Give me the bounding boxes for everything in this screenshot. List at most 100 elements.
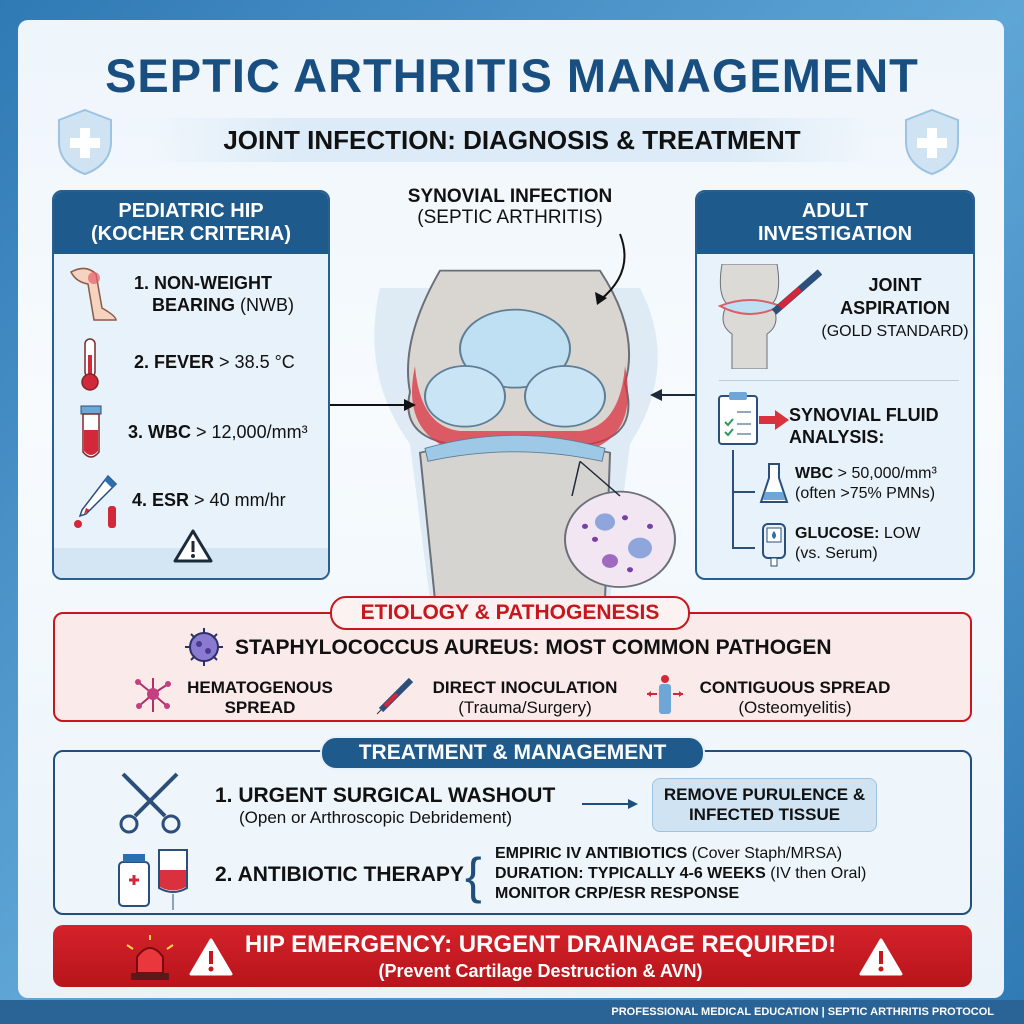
step-subtitle: (Open or Arthroscopic Debridement) bbox=[239, 808, 513, 827]
warning-icon bbox=[173, 529, 213, 563]
clipboard-icon bbox=[718, 392, 789, 445]
result-label: WBC bbox=[795, 465, 834, 482]
result-note: (vs. Serum) bbox=[795, 545, 878, 562]
warning-icon bbox=[859, 938, 903, 976]
page-title: SEPTIC ARTHRITIS MANAGEMENT bbox=[105, 49, 919, 102]
label-line: (SEPTIC ARTHRITIS) bbox=[417, 207, 603, 228]
detail-line: DURATION: TYPICALLY 4-6 WEEKS (IV then O… bbox=[495, 864, 965, 884]
joint-aspiration-icon bbox=[717, 264, 822, 369]
wbc-result: WBC > 50,000/mm³ (often >75% PMNs) bbox=[795, 464, 971, 504]
criterion-label: BEARING bbox=[152, 295, 236, 315]
criterion-detail: (NWB) bbox=[240, 295, 295, 315]
detail-bold: DURATION: TYPICALLY 4-6 WEEKS bbox=[495, 865, 766, 882]
branch-connector bbox=[732, 450, 755, 549]
flask-icon bbox=[759, 463, 789, 503]
hematogenous-icon bbox=[135, 678, 171, 712]
dropper-icon bbox=[74, 474, 118, 528]
subtitle: JOINT INFECTION: DIAGNOSIS & TREATMENT bbox=[150, 118, 874, 162]
criterion-esr: 4. ESR > 40 mm/hr bbox=[132, 490, 286, 511]
etiology-header: ETIOLOGY & PATHOGENESIS bbox=[330, 596, 690, 630]
goal-line: REMOVE PURULENCE & bbox=[663, 785, 866, 804]
result-value: LOW bbox=[883, 525, 921, 542]
criterion-label: 1. NON-WEIGHT bbox=[134, 273, 272, 293]
bacteria-icon bbox=[185, 628, 223, 666]
etiology-box: STAPHYLOCOCCUS AUREUS: MOST COMMON PATHO… bbox=[53, 612, 972, 722]
joint-aspiration-text: JOINT ASPIRATION (GOLD STANDARD) bbox=[815, 274, 973, 343]
glucose-result: GLUCOSE: LOW (vs. Serum) bbox=[795, 524, 971, 564]
contiguous-spread-icon bbox=[647, 675, 683, 714]
detail-bold: MONITOR CRP/ESR RESPONSE bbox=[495, 885, 740, 902]
medical-shield-icon bbox=[905, 108, 959, 176]
text-line: SYNOVIAL FLUID bbox=[789, 405, 939, 425]
surgical-scissors-icon bbox=[119, 772, 181, 834]
emergency-title: HIP EMERGENCY: URGENT DRAINAGE REQUIRED! bbox=[244, 931, 837, 958]
criterion-fever: 2. FEVER > 38.5 °C bbox=[134, 352, 295, 373]
detail-note: (Cover Staph/MRSA) bbox=[691, 845, 843, 862]
criterion-label: 2. FEVER bbox=[134, 352, 215, 372]
route-line: SPREAD bbox=[224, 698, 296, 717]
emergency-banner: HIP EMERGENCY: URGENT DRAINAGE REQUIRED!… bbox=[53, 925, 972, 987]
header-line: INVESTIGATION bbox=[757, 223, 913, 245]
emergency-subtitle: (Prevent Cartilage Destruction & AVN) bbox=[378, 961, 703, 981]
header-line: (KOCHER CRITERIA) bbox=[91, 223, 291, 245]
medical-shield-icon bbox=[58, 108, 112, 176]
knee-joint-illustration bbox=[374, 269, 676, 600]
main-pathogen: STAPHYLOCOCCUS AUREUS: MOST COMMON PATHO… bbox=[235, 636, 832, 659]
warning-icon bbox=[189, 938, 233, 976]
pediatric-hip-panel: PEDIATRIC HIP(KOCHER CRITERIA) 1. NON-WE… bbox=[52, 190, 330, 580]
thermometer-icon bbox=[81, 338, 99, 391]
arrow-left-icon bbox=[650, 389, 696, 401]
criterion-label: 4. ESR bbox=[132, 490, 190, 510]
result-value: > 50,000/mm³ bbox=[837, 465, 937, 482]
arrow-right-icon bbox=[582, 799, 638, 809]
detail-note: (IV then Oral) bbox=[770, 865, 867, 882]
step-surgical-washout: 1. URGENT SURGICAL WASHOUT(Open or Arthr… bbox=[215, 784, 570, 828]
criterion-label: 3. WBC bbox=[128, 422, 191, 442]
antibiotics-icon bbox=[118, 849, 188, 910]
center-label: SYNOVIAL INFECTION(SEPTIC ARTHRITIS) bbox=[385, 186, 635, 228]
treatment-header: TREATMENT & MANAGEMENT bbox=[320, 736, 705, 770]
brace: { bbox=[465, 848, 482, 904]
text-line: JOINT bbox=[868, 275, 922, 295]
criterion-detail: > 40 mm/hr bbox=[194, 490, 286, 510]
arrow-right-icon bbox=[330, 399, 416, 411]
label-line: SYNOVIAL INFECTION bbox=[407, 186, 613, 207]
route-line: (Trauma/Surgery) bbox=[458, 698, 592, 717]
result-label: GLUCOSE: bbox=[795, 525, 880, 542]
route-direct: DIRECT INOCULATION(Trauma/Surgery) bbox=[415, 678, 635, 718]
antibiotic-details: EMPIRIC IV ANTIBIOTICS (Cover Staph/MRSA… bbox=[495, 844, 965, 904]
result-note: (often >75% PMNs) bbox=[795, 485, 936, 502]
step-title: 1. URGENT SURGICAL WASHOUT bbox=[215, 784, 556, 807]
route-line: CONTIGUOUS SPREAD bbox=[699, 678, 891, 697]
header-line: ADULT bbox=[801, 200, 869, 222]
footer: PROFESSIONAL MEDICAL EDUCATION | SEPTIC … bbox=[0, 1000, 1024, 1024]
text-line: ANALYSIS: bbox=[789, 427, 885, 447]
detail-line: MONITOR CRP/ESR RESPONSE bbox=[495, 884, 965, 904]
text-line: ASPIRATION bbox=[840, 298, 950, 318]
criterion-detail: > 12,000/mm³ bbox=[196, 422, 308, 442]
syringe-icon bbox=[376, 677, 414, 715]
step-antibiotic-therapy: 2. ANTIBIOTIC THERAPY bbox=[215, 863, 464, 886]
criterion-wbc: 3. WBC > 12,000/mm³ bbox=[128, 422, 308, 443]
route-line: (Osteomyelitis) bbox=[738, 698, 852, 717]
route-line: HEMATOGENOUS bbox=[187, 678, 333, 697]
glucometer-icon bbox=[762, 523, 786, 567]
test-tube-icon bbox=[80, 405, 102, 458]
header-line: PEDIATRIC HIP bbox=[118, 200, 264, 222]
detail-line: EMPIRIC IV ANTIBIOTICS (Cover Staph/MRSA… bbox=[495, 844, 965, 864]
leg-icon bbox=[70, 267, 117, 321]
route-line: DIRECT INOCULATION bbox=[432, 678, 618, 697]
detail-bold: EMPIRIC IV ANTIBIOTICS bbox=[495, 845, 688, 862]
text-line: (GOLD STANDARD) bbox=[821, 323, 969, 340]
goal-line: INFECTED TISSUE bbox=[688, 805, 841, 824]
divider bbox=[719, 380, 959, 381]
criterion-detail: > 38.5 °C bbox=[219, 352, 295, 372]
panel-header: PEDIATRIC HIP(KOCHER CRITERIA) bbox=[54, 192, 328, 254]
surgical-goal-box: REMOVE PURULENCE &INFECTED TISSUE bbox=[652, 778, 877, 832]
route-contiguous: CONTIGUOUS SPREAD(Osteomyelitis) bbox=[685, 678, 905, 718]
siren-icon bbox=[126, 935, 174, 980]
